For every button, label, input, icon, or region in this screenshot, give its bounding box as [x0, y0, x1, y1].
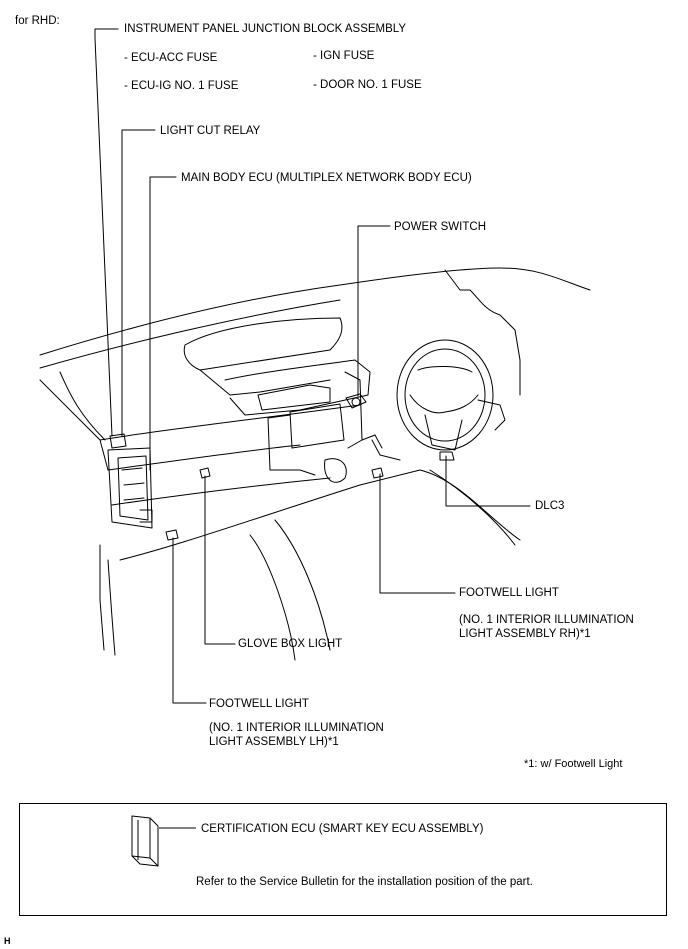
steering-wheel — [396, 339, 506, 461]
label-dlc3: DLC3 — [535, 500, 565, 512]
glove-box-light-part — [199, 467, 211, 479]
label-footwell-light-lh: FOOTWELL LIGHT — [209, 698, 309, 710]
label-door-fuse: - DOOR NO. 1 FUSE — [313, 79, 422, 91]
corner-mark: H — [4, 936, 11, 946]
leader-lines — [94, 28, 531, 704]
label-main-body-ecu: MAIN BODY ECU (MULTIPLEX NETWORK BODY EC… — [181, 172, 472, 184]
variant-heading: for RHD: — [15, 15, 60, 27]
footwell-light-rh-part — [371, 467, 384, 479]
label-power-switch: POWER SWITCH — [394, 221, 486, 233]
label-ecu-ig-fuse: - ECU-IG NO. 1 FUSE — [124, 80, 239, 92]
label-footwell-lh-sub2: LIGHT ASSEMBLY LH)*1 — [209, 736, 339, 748]
footnote: *1: w/ Footwell Light — [524, 758, 623, 770]
footwell-light-lh-part — [165, 529, 179, 541]
label-footwell-rh-sub1: (NO. 1 INTERIOR ILLUMINATION — [459, 614, 634, 626]
label-ign-fuse: - IGN FUSE — [313, 50, 375, 62]
label-footwell-lh-sub1: (NO. 1 INTERIOR ILLUMINATION — [209, 722, 384, 734]
label-certification-ecu: CERTIFICATION ECU (SMART KEY ECU ASSEMBL… — [201, 823, 484, 835]
junction-block-assembly — [107, 433, 153, 529]
service-bulletin-note: Refer to the Service Bulletin for the in… — [196, 876, 533, 888]
label-footwell-rh-sub2: LIGHT ASSEMBLY RH)*1 — [459, 628, 591, 640]
label-ecu-acc-fuse: - ECU-ACC FUSE — [124, 52, 218, 64]
certification-ecu-box — [19, 803, 667, 916]
label-glove-box-light: GLOVE BOX LIGHT — [238, 638, 343, 650]
label-footwell-light-rh: FOOTWELL LIGHT — [459, 587, 559, 599]
dash-outline — [39, 267, 591, 661]
label-junction-block: INSTRUMENT PANEL JUNCTION BLOCK ASSEMBLY — [124, 23, 407, 35]
power-switch-part — [345, 393, 367, 409]
label-light-cut-relay: LIGHT CUT RELAY — [160, 125, 261, 137]
